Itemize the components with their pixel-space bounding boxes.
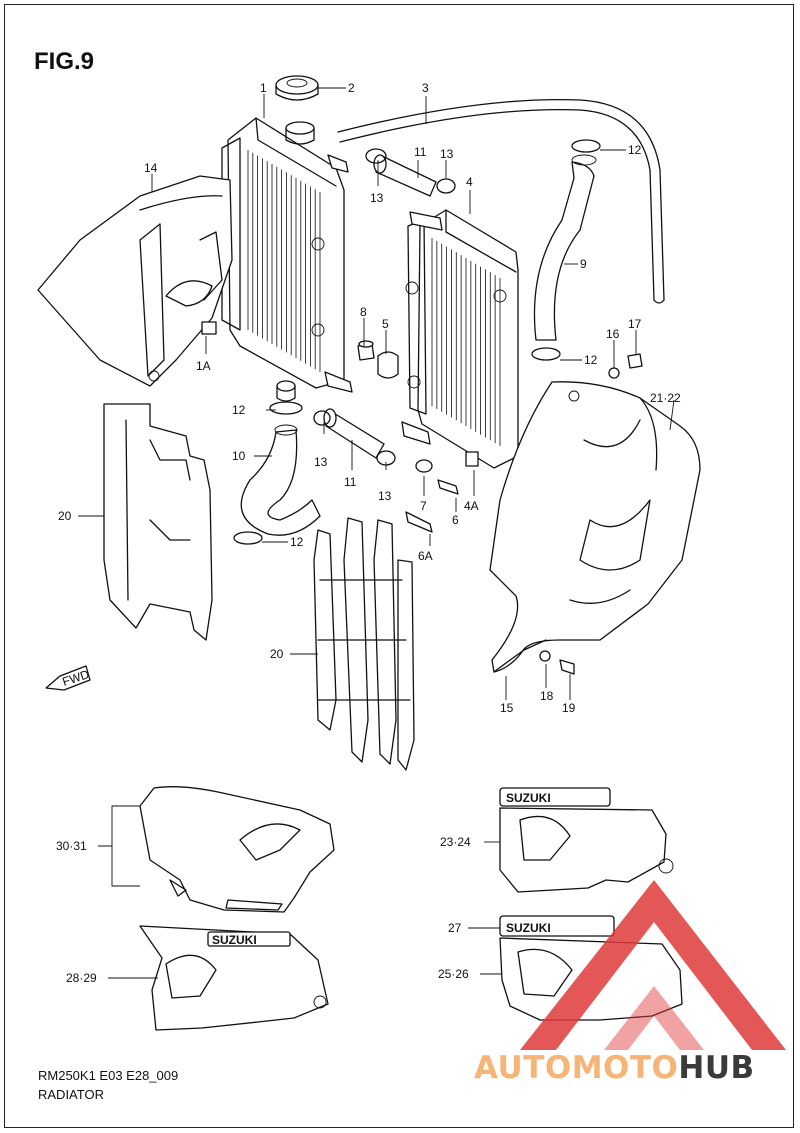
callout-12c: 12 [232, 403, 246, 417]
callout-30-31: 30·31 [56, 839, 87, 853]
callout-10: 10 [232, 449, 246, 463]
callout-16: 16 [606, 327, 620, 341]
decal-brand-tank: SUZUKI [506, 921, 551, 935]
decal-part-30-31 [139, 786, 335, 913]
callout-27: 27 [448, 921, 462, 935]
callout-9: 9 [580, 257, 587, 271]
decal-part-28-29: SUZUKI [139, 925, 329, 1031]
callout-4A: 4A [464, 499, 479, 513]
leader-lines [78, 87, 675, 979]
callout-14: 14 [144, 161, 158, 175]
forward-arrow-indicator: FWD [45, 665, 91, 691]
callout-4: 4 [466, 175, 473, 189]
page-border [4, 4, 794, 1128]
right-radiator-part-4 [401, 209, 519, 469]
callout-6: 6 [452, 513, 459, 527]
callout-7: 7 [420, 499, 427, 513]
callout-18: 18 [540, 689, 554, 703]
overflow-hose-part-3 [337, 98, 665, 304]
right-shroud-part-21-22 [489, 381, 701, 673]
callout-labels: 1 2 3 11 13 13 12 4 14 9 8 5 16 17 1A 12… [56, 81, 681, 985]
decal-brand-upper: SUZUKI [506, 791, 551, 805]
callout-5: 5 [382, 317, 389, 331]
callout-6A: 6A [418, 549, 433, 563]
section-name: RADIATOR [38, 1087, 104, 1102]
radiator-guard-right-part-20 [313, 517, 415, 771]
callout-12b: 12 [584, 353, 598, 367]
watermark-text-b: HUB [678, 1050, 755, 1086]
callout-13d: 13 [378, 489, 392, 503]
callout-15: 15 [500, 701, 514, 715]
callout-25-26: 25·26 [438, 967, 469, 981]
mounting-hardware [357, 340, 643, 675]
connecting-hose-part-11 [323, 154, 437, 459]
callout-28-29: 28·29 [66, 971, 97, 985]
callout-21-22: 21·22 [650, 391, 681, 405]
callout-13a: 13 [440, 147, 454, 161]
callout-11b: 11 [344, 475, 357, 489]
upper-hose-part-9 [533, 154, 597, 341]
callout-13c: 13 [314, 455, 328, 469]
callout-1: 1 [260, 81, 267, 95]
radiator-guard-left-part-20 [103, 403, 213, 641]
callout-3: 3 [422, 81, 429, 95]
callout-20a: 20 [58, 509, 72, 523]
left-radiator-part-1 [221, 117, 353, 402]
callout-12d: 12 [290, 535, 304, 549]
radiator-cap-part-2 [275, 75, 319, 101]
watermark-text-a: AUTOMOTO [474, 1050, 679, 1086]
figure-title: FIG.9 [34, 48, 95, 75]
lower-shroud-part-15 [493, 639, 547, 673]
callout-1A: 1A [196, 359, 211, 373]
lower-hose-part-10 [240, 424, 321, 536]
callout-12a: 12 [628, 143, 642, 157]
callout-20b: 20 [270, 647, 284, 661]
callout-17: 17 [628, 317, 642, 331]
callout-8: 8 [360, 305, 367, 319]
callout-11a: 11 [414, 145, 427, 159]
callout-2: 2 [348, 81, 355, 95]
hose-clamps-part-12-13 [233, 139, 601, 545]
callout-23-24: 23·24 [440, 835, 471, 849]
decal-brand-lower: SUZUKI [212, 933, 257, 947]
decal-part-23-24: SUZUKI [499, 787, 674, 893]
callout-19: 19 [562, 701, 576, 715]
left-shroud-part-14 [37, 175, 233, 387]
callout-13b: 13 [370, 191, 384, 205]
model-code: RM250K1 E03 E28_009 [38, 1068, 179, 1083]
watermark-logo [520, 880, 786, 1050]
watermark-text: AUTOMOTOHUB [474, 1050, 755, 1086]
